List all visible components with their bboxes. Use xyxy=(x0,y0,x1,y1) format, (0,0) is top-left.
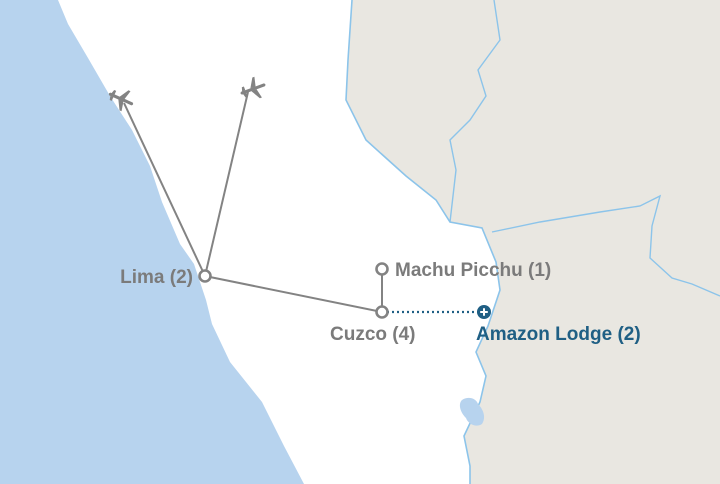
route-markers xyxy=(198,262,491,319)
airplane-icon xyxy=(240,76,266,99)
neighbor-land xyxy=(346,0,720,484)
stop-label-cuzco: Cuzco (4) xyxy=(330,324,416,345)
stop-label-amazon-lodge: Amazon Lodge (2) xyxy=(476,324,641,345)
route-lines xyxy=(123,91,484,314)
river-border xyxy=(491,194,720,297)
plus-marker-icon xyxy=(477,305,491,319)
lake xyxy=(459,397,485,426)
stop-marker-machu-picchu xyxy=(375,262,389,276)
airplane-icon xyxy=(108,89,134,112)
internal-border xyxy=(449,0,501,223)
stop-marker-cuzco xyxy=(375,305,389,319)
plus-glyph xyxy=(480,308,488,316)
flight-route-line xyxy=(204,91,249,277)
flight-route-line xyxy=(123,102,206,277)
route-line-lima-cuzco xyxy=(204,275,383,313)
country-land xyxy=(58,0,500,484)
stop-marker-lima xyxy=(198,269,212,283)
stop-label-lima: Lima (2) xyxy=(120,267,193,288)
stop-label-machu-picchu: Machu Picchu (1) xyxy=(395,260,551,281)
